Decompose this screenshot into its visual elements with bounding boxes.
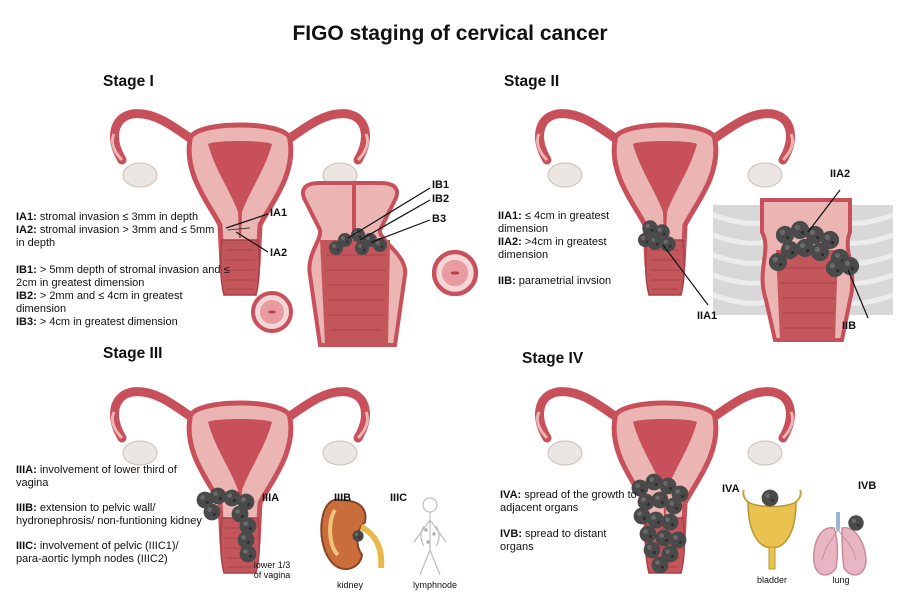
stage1-uterus-illustration bbox=[112, 114, 367, 295]
stage1-item-ib1: IB1: > 5mm depth of stromal invasion and… bbox=[16, 264, 230, 289]
stage1-item-ib2: IB2: > 2mm and ≤ 4cm in greatest dimensi… bbox=[16, 290, 183, 315]
stage1-leader-lines bbox=[225, 187, 431, 253]
label-iiia: IIIA bbox=[262, 492, 280, 504]
label-iia2: IIA2 bbox=[830, 168, 851, 180]
label-b3: B3 bbox=[432, 213, 447, 225]
stage1-item-ia2: IA2: stromal invasion > 3mm and ≤ 5mm in… bbox=[16, 224, 215, 249]
caption-lung: lung bbox=[832, 575, 850, 585]
lung-illustration bbox=[812, 512, 867, 576]
label-iiib: IIIB bbox=[334, 492, 352, 504]
stage4-description: IVA: spread of the growth to adjacent or… bbox=[500, 489, 640, 554]
page-title: FIGO staging of cervical cancer bbox=[292, 22, 608, 45]
label-ib1: IB1 bbox=[432, 179, 450, 191]
stage2-heading: Stage II bbox=[504, 73, 560, 90]
stage1-os-small bbox=[251, 291, 293, 333]
stage1-os-large bbox=[434, 252, 476, 294]
stage2-description: IIA1: ≤ 4cm in greatest dimension IIA2: … bbox=[498, 210, 638, 288]
kidney-illustration bbox=[320, 498, 385, 570]
stage1-description: IA1: stromal invasion ≤ 3mm in depth IA2… bbox=[16, 211, 248, 329]
caption-bladder: bladder bbox=[756, 575, 788, 585]
stage3-item-iiia: IIIA: involvement of lower third of vagi… bbox=[16, 464, 177, 489]
stage2-item-iia2: IIA2: >4cm in greatest dimension bbox=[498, 236, 607, 261]
stage2-parametrium-closeup bbox=[712, 198, 894, 342]
label-iiic: IIIC bbox=[390, 492, 408, 504]
stage2-item-iib: IIB: parametrial invsion bbox=[498, 275, 612, 287]
label-ib2: IB2 bbox=[432, 193, 450, 205]
label-iia1: IIA1 bbox=[697, 310, 718, 322]
stage1-cervix-closeup bbox=[300, 181, 408, 347]
stage4-item-iva: IVA: spread of the growth to adjacent or… bbox=[500, 489, 637, 514]
lymphnode-illustration bbox=[413, 497, 447, 576]
label-ia1: IA1 bbox=[270, 207, 288, 219]
stage3-item-iiic: IIIC: involvement of pelvic (IIIC1)/ par… bbox=[16, 540, 179, 565]
caption-lower-third-vagina: lower 1/3 of vagina bbox=[253, 560, 291, 580]
stage3-heading: Stage III bbox=[103, 345, 163, 362]
label-ivb: IVB bbox=[858, 480, 877, 492]
stage2-leader-lines bbox=[662, 189, 869, 319]
caption-lymphnode: lymphnode bbox=[412, 580, 458, 590]
caption-kidney: kidney bbox=[336, 580, 363, 590]
bladder-illustration bbox=[742, 489, 802, 570]
label-iva: IVA bbox=[722, 483, 740, 495]
stage1-heading: Stage I bbox=[103, 73, 154, 90]
stage3-description: IIIA: involvement of lower third of vagi… bbox=[16, 464, 206, 566]
stage3-item-iiib: IIIB: extension to pelvic wall/ hydronep… bbox=[16, 502, 202, 527]
label-ia2: IA2 bbox=[270, 247, 288, 259]
stage4-item-ivb: IVB: spread to distant organs bbox=[500, 528, 607, 553]
stage1-item-ia1: IA1: stromal invasion ≤ 3mm in depth bbox=[16, 211, 199, 223]
stage2-item-iia1: IIA1: ≤ 4cm in greatest dimension bbox=[498, 210, 610, 235]
stage1-item-ib3: IB3: > 4cm in greatest dimension bbox=[16, 316, 178, 328]
stage4-heading: Stage IV bbox=[522, 350, 584, 367]
label-iib: IIB bbox=[842, 320, 857, 332]
